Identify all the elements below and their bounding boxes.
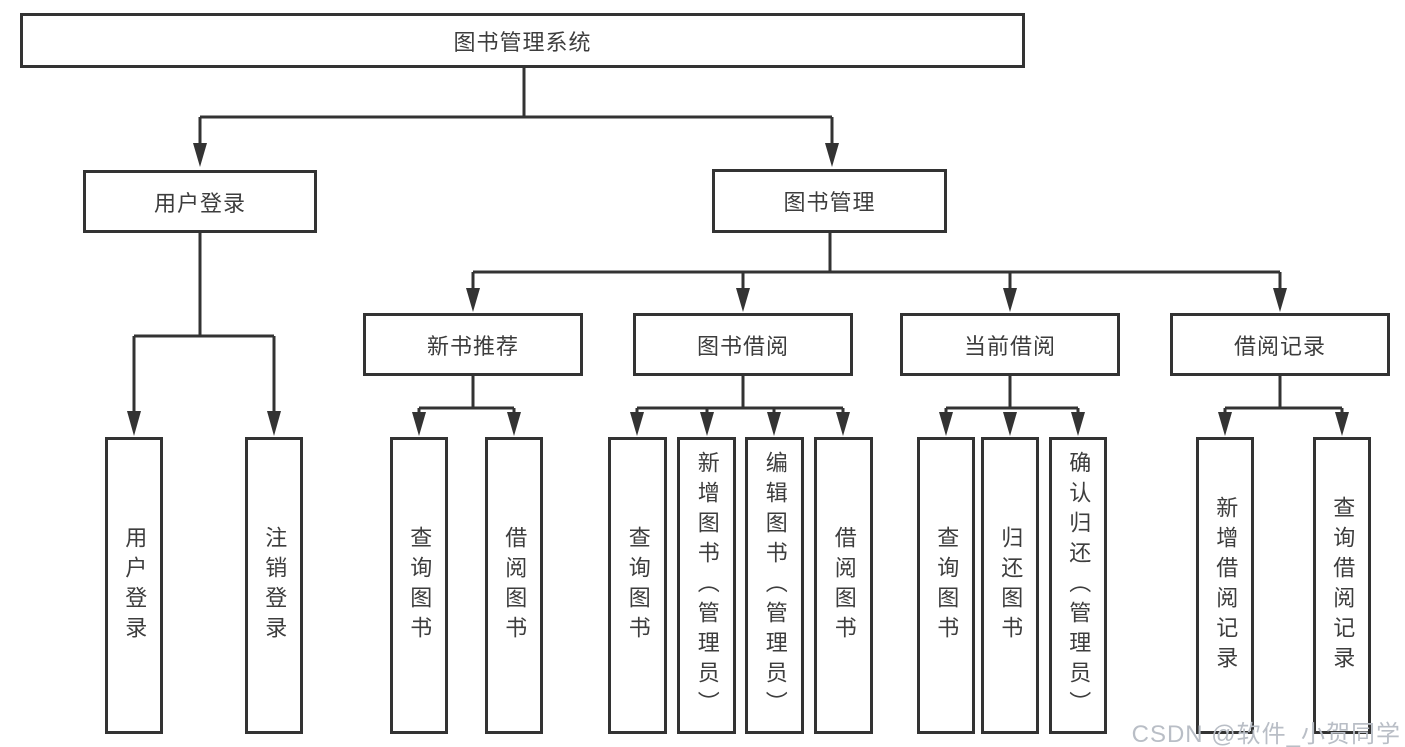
arrowhead <box>1218 412 1232 436</box>
connector-new-book-split <box>412 375 521 436</box>
node-new-book-recommend: 新书推荐 <box>363 313 583 376</box>
connector-book-management-split <box>466 233 1287 312</box>
arrowhead <box>767 412 781 436</box>
leaf-user-login: 用户登录 <box>105 437 163 734</box>
leaf-label: 用户登录 <box>122 525 148 646</box>
node-book-borrow: 图书借阅 <box>633 313 853 376</box>
leaf-confirm-return-admin: 确认归还（管理员） <box>1049 437 1107 734</box>
connector-book-borrow-split <box>630 375 850 436</box>
arrowhead <box>630 412 644 436</box>
leaf-label: 查询图书 <box>934 525 960 646</box>
arrowhead <box>1071 412 1085 436</box>
leaf-return-books: 归还图书 <box>981 437 1039 734</box>
leaf-label: 新增借阅记录 <box>1213 495 1239 676</box>
node-label: 图书管理 <box>783 190 876 215</box>
arrowhead <box>939 412 953 436</box>
node-label: 新书推荐 <box>426 333 519 359</box>
leaf-label: 编辑图书（管理员） <box>762 450 788 721</box>
node-current-borrow: 当前借阅 <box>900 313 1120 376</box>
arrowhead <box>1003 412 1017 436</box>
leaf-query-borrow-record: 查询借阅记录 <box>1313 437 1371 734</box>
leaf-query-books-borrow: 查询图书 <box>608 437 667 734</box>
leaf-borrow-books-recommend: 借阅图书 <box>485 437 543 734</box>
node-label: 借阅记录 <box>1233 333 1326 359</box>
node-label: 图书借阅 <box>696 333 789 359</box>
leaf-label: 查询借阅记录 <box>1330 495 1356 676</box>
leaf-edit-books-admin: 编辑图书（管理员） <box>745 437 804 734</box>
node-label: 用户登录 <box>153 190 246 216</box>
arrowhead <box>1335 412 1349 436</box>
arrowhead <box>1273 288 1287 312</box>
arrowhead <box>1003 288 1017 312</box>
leaf-label: 查询图书 <box>625 525 651 646</box>
connector-root-split <box>193 67 839 167</box>
connector-line <box>944 375 1080 414</box>
connector-line <box>417 375 516 414</box>
leaf-label: 注销登录 <box>262 525 288 646</box>
node-label: 当前借阅 <box>963 333 1056 359</box>
leaf-label: 借阅图书 <box>502 525 528 646</box>
leaf-query-books-current: 查询图书 <box>917 437 975 734</box>
node-library-system: 图书管理系统 <box>20 13 1025 68</box>
connector-borrow-records-split <box>1218 375 1349 436</box>
connector-line <box>1223 375 1344 414</box>
arrowhead <box>466 288 480 312</box>
csdn-watermark: CSDN @软件_小贺同学 <box>1131 721 1401 747</box>
arrowhead <box>507 412 521 436</box>
node-borrow-records: 借阅记录 <box>1170 313 1390 376</box>
leaf-label: 确认归还（管理员） <box>1066 450 1092 721</box>
arrowhead <box>127 411 141 436</box>
connector-line <box>471 233 1282 290</box>
arrowhead <box>412 412 426 436</box>
node-label: 图书管理系统 <box>453 29 592 55</box>
connector-current-borrow-split <box>939 375 1085 436</box>
leaf-label: 归还图书 <box>998 525 1024 646</box>
leaf-label: 新增图书（管理员） <box>694 450 720 721</box>
connector-line <box>132 233 276 414</box>
arrowhead <box>736 288 750 312</box>
arrowhead <box>836 412 850 436</box>
leaf-query-books-recommend: 查询图书 <box>390 437 448 734</box>
leaf-label: 查询图书 <box>407 525 433 646</box>
arrowhead <box>193 143 207 167</box>
connector-line <box>198 67 834 146</box>
leaf-logout: 注销登录 <box>245 437 303 734</box>
leaf-add-books-admin: 新增图书（管理员） <box>677 437 736 734</box>
connector-user-login-split <box>127 233 281 436</box>
connector-line <box>635 375 845 414</box>
arrowhead <box>825 143 839 167</box>
arrowhead <box>700 412 714 436</box>
leaf-label: 借阅图书 <box>831 525 857 646</box>
arrowhead <box>267 411 281 436</box>
leaf-add-borrow-record: 新增借阅记录 <box>1196 437 1254 734</box>
leaf-borrow-books: 借阅图书 <box>814 437 873 734</box>
node-user-login: 用户登录 <box>83 170 317 233</box>
node-book-management: 图书管理 <box>712 169 947 233</box>
